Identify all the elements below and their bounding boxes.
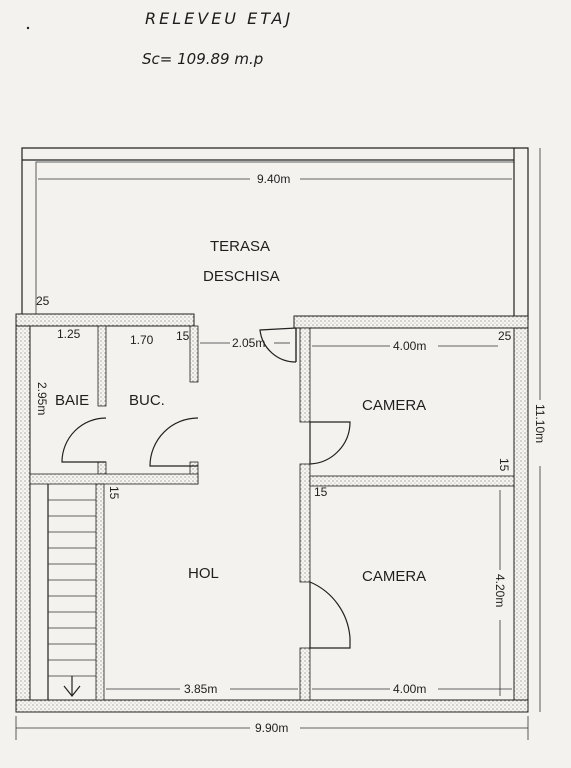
dim-buc-width: 1.70 [130,333,154,347]
dim-camera-bottom-width: 4.00m [393,682,426,696]
dimension-right: 11.10m [533,148,547,712]
room-hol-label: HOL [188,565,219,582]
dim-total-width: 9.90m [255,721,288,735]
interior-dimensions: 1.25 1.70 15 2.05m 4.00m 25 2.95m 15 15 … [35,327,512,696]
door-swings [61,327,351,649]
dim-wall-25-left: 25 [36,294,50,308]
plan-title: RELEVEU ETAJ [145,9,293,28]
room-buc-label: BUC. [129,392,165,409]
dimension-top: 9.40m [38,172,512,186]
dimension-bottom: 9.90m [15,716,529,740]
dim-wall-15-b: 15 [107,486,121,500]
room-terrace-label-2: DESCHISA [203,268,280,285]
terrace-frame [21,147,529,320]
dim-baie-width: 1.25 [57,327,81,341]
staircase [47,484,96,700]
room-baie-label: BAIE [55,392,89,409]
dim-hol-bottom: 3.85m [184,682,217,696]
dim-wall-15-a: 15 [176,329,190,343]
room-terrace-label-1: TERASA [210,238,270,255]
dot-mark [26,26,30,30]
dim-wall-15-c: 15 [314,485,328,499]
dim-top-width: 9.40m [257,172,290,186]
walls [15,313,529,713]
dim-camera-top-width: 4.00m [393,339,426,353]
dim-wall-25-right: 25 [498,329,512,343]
room-camera-top-label: CAMERA [362,397,426,414]
surface-area-note: Sc= 109.89 m.p [142,50,263,68]
dim-hol-top: 2.05m [232,336,265,350]
dim-wall-15-d: 15 [497,458,511,472]
dim-camera-bottom-height: 4.20m [493,574,507,607]
dim-right-height: 11.10m [533,404,547,443]
dim-baie-height: 2.95m [35,382,49,415]
room-camera-bottom-label: CAMERA [362,568,426,585]
